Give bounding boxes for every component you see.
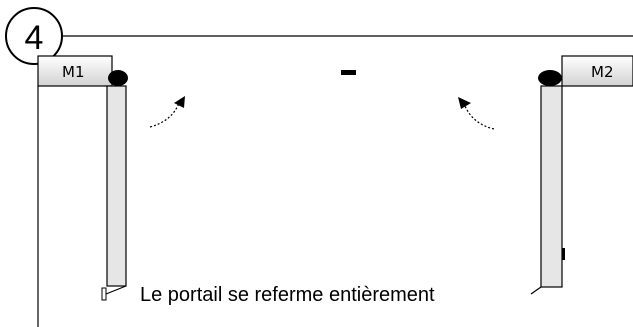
right-leaf-latch xyxy=(562,248,565,260)
closing-arrow-right-path xyxy=(464,105,495,130)
motor-m2-body xyxy=(561,55,633,87)
gate-leaf-left xyxy=(106,85,127,287)
motor-m1-label: M1 xyxy=(62,63,85,81)
step-circle xyxy=(5,7,63,65)
motor-m1: M1 xyxy=(37,55,113,87)
closing-arrow-left xyxy=(149,96,185,128)
motor-m2: M2 xyxy=(561,55,633,87)
caption-stopper xyxy=(101,287,107,301)
step-number: 4 xyxy=(25,19,44,57)
closing-arrow-left-head xyxy=(174,96,185,108)
center-mark xyxy=(341,70,356,75)
gate-leaf-right xyxy=(540,85,563,288)
closing-arrow-left-path xyxy=(149,102,180,128)
caption-text: Le portail se referme entièrement xyxy=(140,284,435,306)
motor-m1-body xyxy=(37,55,113,87)
closing-arrow-right-head xyxy=(458,97,471,109)
caption-bracket xyxy=(101,285,542,301)
step-badge: 4 xyxy=(5,7,63,65)
caption-right-leader xyxy=(530,286,542,295)
caption-left-leader xyxy=(105,285,127,295)
pivot-right xyxy=(538,70,562,86)
closing-arrow-right xyxy=(458,97,495,130)
motor-m2-label: M2 xyxy=(591,63,614,81)
pivot-left xyxy=(108,70,128,86)
